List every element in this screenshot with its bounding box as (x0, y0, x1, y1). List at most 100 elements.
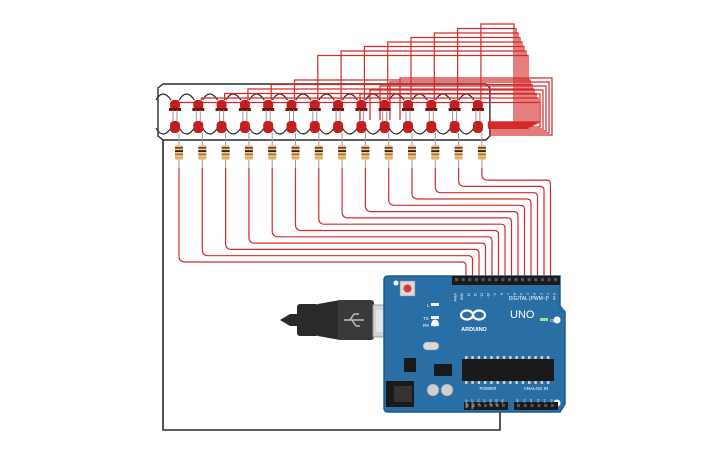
resistor-body (198, 145, 207, 160)
resistor-body (291, 145, 300, 160)
ground-jumper-wire (178, 127, 195, 135)
led-rim (448, 108, 461, 111)
led[interactable] (262, 100, 275, 133)
digital-header-pin[interactable] (534, 278, 538, 282)
resistor[interactable] (244, 133, 253, 168)
signal-wire (388, 168, 526, 280)
chip-pin (465, 381, 468, 384)
digital-pin-label: 12 (473, 293, 477, 297)
led[interactable] (192, 100, 205, 133)
power-header-pin[interactable] (496, 404, 499, 407)
resistor-band (408, 156, 416, 159)
led-top-body (333, 100, 344, 110)
analog-header[interactable] (514, 402, 558, 410)
resistor[interactable] (268, 133, 277, 168)
led[interactable] (471, 100, 484, 133)
resistor[interactable] (221, 133, 230, 168)
ground-jumper-wire (341, 127, 358, 135)
rx-led-label: RX (423, 323, 429, 328)
led-top-body (286, 100, 297, 110)
resistor-band (408, 150, 416, 152)
digital-header-pin[interactable] (514, 278, 518, 282)
led-bottom-body (193, 121, 204, 133)
analog-header-pin[interactable] (523, 404, 527, 407)
digital-pin-label: GND (460, 292, 464, 300)
reset-button[interactable] (403, 284, 412, 293)
digital-header-pin[interactable] (540, 278, 544, 282)
led[interactable] (308, 100, 321, 133)
resistor[interactable] (454, 133, 463, 168)
digital-header-pin[interactable] (468, 278, 472, 282)
led[interactable] (215, 100, 228, 133)
digital-header-pin[interactable] (507, 278, 511, 282)
digital-header-pin[interactable] (481, 278, 485, 282)
analog-header-pin[interactable] (551, 404, 554, 407)
digital-header-pin[interactable] (494, 278, 498, 282)
resistor-band (408, 147, 416, 149)
resistor[interactable] (408, 133, 416, 168)
digital-header-pin[interactable] (455, 278, 459, 282)
digital-pin-label: 8 (500, 293, 504, 295)
led[interactable] (378, 100, 391, 133)
resistor[interactable] (384, 133, 393, 168)
resistor-band (314, 150, 323, 152)
power-header-pin[interactable] (502, 404, 505, 407)
led-bottom-body (263, 121, 274, 133)
digital-header-pin[interactable] (501, 278, 505, 282)
led-top-body (426, 100, 437, 110)
analog-header-pin[interactable] (517, 404, 520, 407)
led[interactable] (355, 100, 368, 133)
resistor[interactable] (198, 133, 207, 168)
analog-header-pin[interactable] (537, 404, 541, 407)
led-bottom-body (286, 121, 297, 133)
digital-header-pin[interactable] (488, 278, 492, 282)
digital-header-pin[interactable] (521, 278, 525, 282)
resistor-body (361, 145, 370, 160)
signal-wires (178, 168, 552, 280)
resistor-band (198, 153, 207, 156)
power-header-pin[interactable] (490, 404, 493, 407)
digital-header-pin[interactable] (547, 278, 551, 282)
ground-jumper-wire (458, 127, 475, 135)
led[interactable] (238, 100, 251, 133)
resistor[interactable] (361, 133, 370, 168)
digital-header[interactable] (452, 276, 560, 285)
ground-jumper-wire (318, 127, 335, 135)
resistor[interactable] (314, 133, 323, 168)
digital-header-pin[interactable] (527, 278, 531, 282)
digital-header-pin[interactable] (461, 278, 465, 282)
led[interactable] (425, 100, 438, 133)
resistor-band (175, 150, 183, 152)
power-header-pin[interactable] (478, 404, 481, 407)
led-top-body (379, 100, 390, 110)
ground-jumper-wire (178, 93, 195, 101)
resistor[interactable] (291, 133, 300, 168)
led[interactable] (285, 100, 298, 133)
led-bottom-body (356, 121, 367, 133)
analog-header-pin[interactable] (530, 404, 534, 407)
resistor[interactable] (431, 133, 440, 168)
resistor[interactable] (477, 133, 486, 168)
analog-header-pin[interactable] (544, 404, 548, 407)
led-top-body (309, 100, 320, 110)
resistor[interactable] (175, 133, 183, 168)
led[interactable] (448, 100, 461, 133)
resistor-body (244, 145, 253, 160)
resistor-row (175, 133, 486, 168)
led[interactable] (332, 100, 345, 133)
digital-pin-label: AREF (454, 293, 458, 302)
power-header-pin[interactable] (484, 404, 487, 407)
signal-wire (318, 168, 506, 280)
resistor-band (291, 150, 300, 152)
resistor[interactable] (338, 133, 347, 168)
power-header-pin[interactable] (466, 404, 469, 407)
ground-jumper-wire (435, 127, 452, 135)
power-header-pin[interactable] (472, 404, 475, 407)
digital-header-pin[interactable] (474, 278, 478, 282)
digital-header-pin[interactable] (554, 278, 558, 282)
chip-pin (546, 381, 550, 384)
led[interactable] (402, 100, 414, 133)
led[interactable] (169, 100, 181, 133)
